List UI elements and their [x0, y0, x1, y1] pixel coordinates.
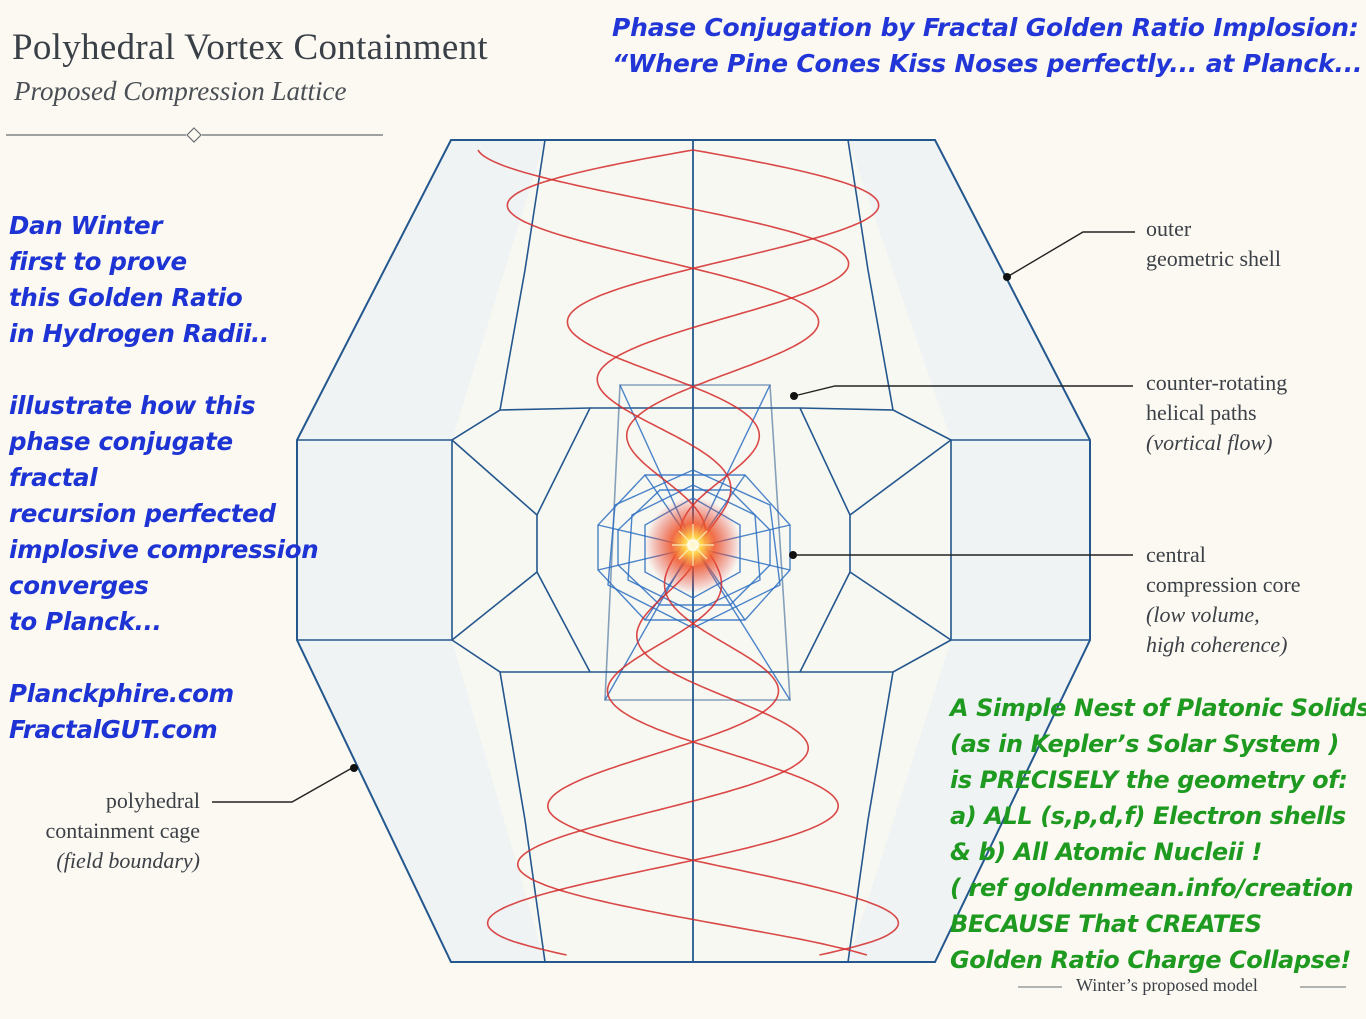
website-link-fractalgut: FractalGUT.com	[9, 715, 218, 744]
label-core-line-3: (low volume,	[1146, 602, 1260, 627]
left-note-line: this Golden Ratio	[9, 283, 243, 312]
left-note-line: illustrate how this	[9, 391, 256, 420]
label-helical-paths: counter-rotating helical paths (vortical…	[1146, 368, 1287, 458]
callout-outer-shell	[1003, 231, 1135, 281]
label-cage-line-3: (field boundary)	[56, 848, 200, 873]
page-title: Polyhedral Vortex Containment	[12, 27, 488, 68]
left-note-line	[9, 640, 318, 676]
callout-cage	[212, 764, 358, 803]
left-note-line	[9, 352, 318, 388]
right-note-line: & b) All Atomic Nucleii !	[950, 838, 1262, 866]
label-cage-line-2: containment cage	[45, 818, 200, 843]
containment-cage	[297, 139, 1090, 963]
footer-caption: Winter’s proposed model	[1076, 975, 1258, 995]
left-note-line: converges	[9, 571, 149, 600]
label-containment-cage: polyhedral containment cage (field bound…	[16, 786, 200, 876]
right-notes: A Simple Nest of Platonic Solids (as in …	[950, 690, 1366, 978]
right-note-line: is PRECISELY the geometry of:	[950, 766, 1348, 794]
label-helical-line-1: counter-rotating	[1146, 370, 1288, 395]
label-helical-line-2: helical paths	[1146, 400, 1257, 425]
label-outer-shell-line-2: geometric shell	[1146, 246, 1282, 271]
left-note-line: in Hydrogen Radii..	[9, 319, 270, 348]
label-core-line-4: high coherence)	[1146, 632, 1288, 657]
label-helical-line-3: (vortical flow)	[1146, 430, 1273, 455]
right-note-line: ( ref goldenmean.info/creation	[950, 874, 1354, 902]
left-note-line: first to prove	[9, 247, 187, 276]
right-note-line: (as in Kepler’s Solar System )	[950, 730, 1340, 758]
left-note-line: fractal	[9, 463, 98, 492]
left-note-line: recursion perfected	[9, 499, 276, 528]
right-note-line: Golden Ratio Charge Collapse!	[950, 946, 1351, 974]
left-note-line: implosive compression	[9, 535, 319, 564]
headline-line-2: “Where Pine Cones Kiss Noses perfectly..…	[612, 49, 1363, 78]
label-outer-shell-line-1: outer	[1146, 216, 1192, 241]
callout-helical	[790, 385, 1133, 400]
headline: Phase Conjugation by Fractal Golden Rati…	[612, 10, 1363, 82]
website-link-planckphire: Planckphire.com	[9, 679, 234, 708]
label-compression-core: central compression core (low volume, hi…	[1146, 540, 1301, 660]
label-core-line-1: central	[1146, 542, 1206, 567]
label-core-line-2: compression core	[1146, 572, 1301, 597]
left-note-line: Dan Winter	[9, 211, 163, 240]
page-subtitle: Proposed Compression Lattice	[14, 76, 347, 106]
label-outer-shell: outer geometric shell	[1146, 214, 1281, 274]
right-note-line: A Simple Nest of Platonic Solids	[950, 694, 1366, 722]
label-cage-line-1: polyhedral	[105, 788, 200, 813]
right-note-line: a) ALL (s,p,d,f) Electron shells	[950, 802, 1346, 830]
headline-line-1: Phase Conjugation by Fractal Golden Rati…	[612, 13, 1359, 42]
header-divider	[6, 127, 383, 143]
left-note-line: phase conjugate	[9, 427, 233, 456]
callout-core	[789, 551, 1133, 559]
left-note-line: to Planck...	[9, 607, 162, 636]
right-note-line: BECAUSE That CREATES	[950, 910, 1262, 938]
left-notes: Dan Winter first to prove this Golden Ra…	[9, 208, 319, 748]
compression-core	[645, 497, 741, 593]
